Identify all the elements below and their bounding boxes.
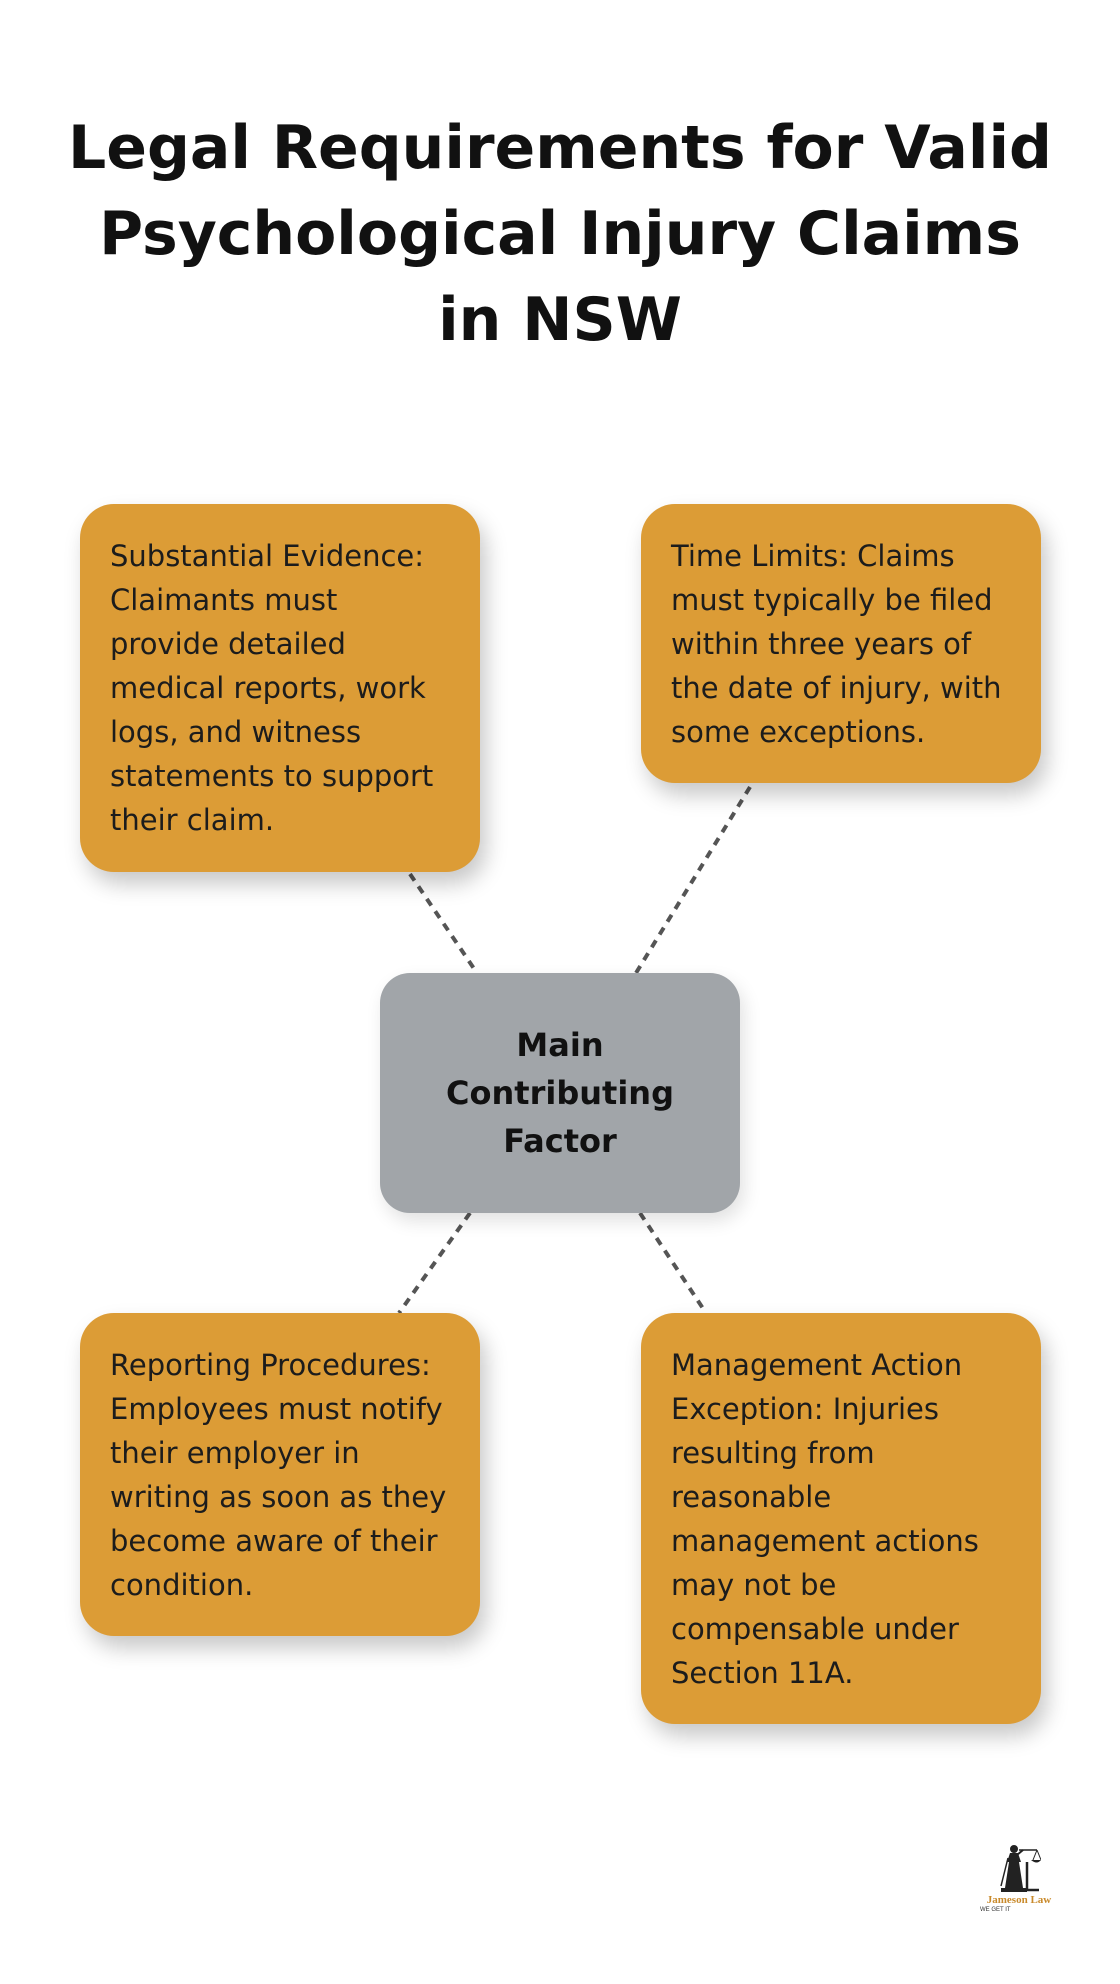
connector-top-right <box>634 785 752 975</box>
node-substantial-evidence: Substantial Evidence: Claimants must pro… <box>80 504 480 872</box>
node-management-action-exception: Management Action Exception: Injuries re… <box>641 1313 1041 1724</box>
node-time-limits: Time Limits: Claims must typically be fi… <box>641 504 1041 783</box>
node-text: Reporting Procedures: Employees must not… <box>110 1348 447 1602</box>
connector-bottom-left <box>397 1211 472 1315</box>
logo-tagline: WE GET IT <box>980 1907 1011 1913</box>
page-title: Legal Requirements for Valid Psychologic… <box>68 113 1052 355</box>
node-text: Substantial Evidence: Claimants must pro… <box>110 539 434 837</box>
node-text: Time Limits: Claims must typically be fi… <box>671 539 1002 749</box>
center-label: Main Contributing Factor <box>446 1026 674 1160</box>
node-reporting-procedures: Reporting Procedures: Employees must not… <box>80 1313 480 1636</box>
lady-justice-icon <box>1000 1845 1041 1892</box>
center-node: Main Contributing Factor <box>380 973 740 1213</box>
node-text: Management Action Exception: Injuries re… <box>671 1348 979 1690</box>
company-logo: Jameson Law WE GET IT <box>974 1842 1064 1922</box>
logo-name: Jameson Law <box>986 1894 1052 1906</box>
connector-top-left <box>408 872 479 975</box>
connector-bottom-right <box>638 1211 708 1315</box>
